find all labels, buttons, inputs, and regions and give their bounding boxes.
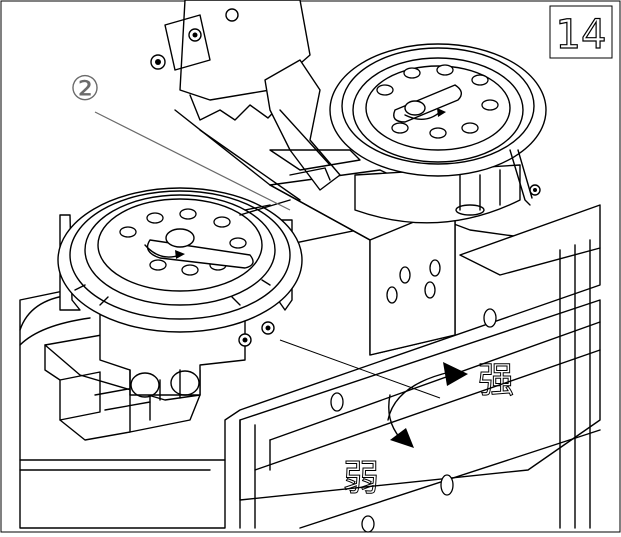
- arrow-head-strong: [443, 362, 468, 386]
- page-number: 14: [556, 12, 607, 58]
- bobbin-case-front: [57, 187, 303, 401]
- callout-label: ②: [70, 69, 100, 109]
- arrow-head-weak: [390, 428, 414, 448]
- label-strong: 强: [478, 360, 514, 401]
- label-weak: 弱: [343, 458, 379, 499]
- adjust-arrows: 强 弱: [279, 339, 515, 500]
- page-number-box: 14: [549, 5, 613, 59]
- bobbin-case-upper: [329, 43, 547, 224]
- feed-mechanism: [150, 0, 361, 201]
- callout-2: ②: [70, 69, 291, 211]
